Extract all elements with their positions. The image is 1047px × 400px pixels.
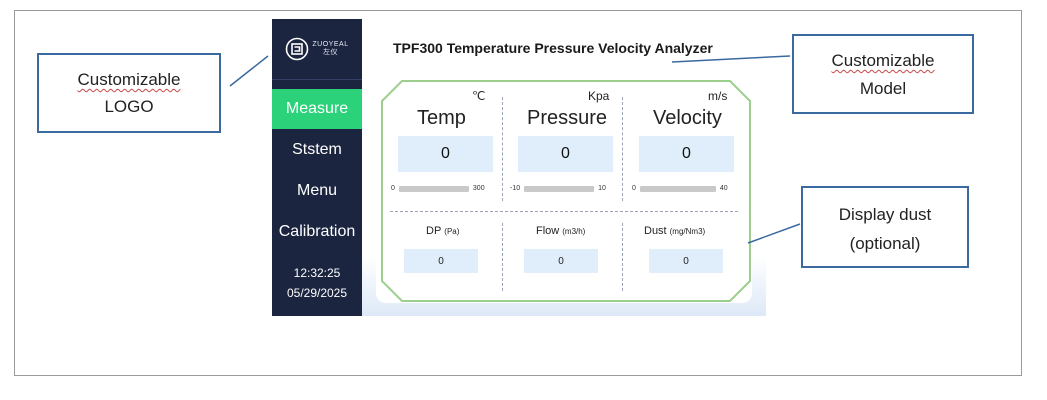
- temp-label: Temp: [417, 107, 466, 129]
- pressure-max: 10: [598, 185, 606, 192]
- dp-unit: (Pa): [444, 227, 460, 236]
- pressure-range: -10 10: [510, 185, 606, 192]
- dust-unit: (mg/Nm3): [669, 227, 706, 236]
- velocity-max: 40: [719, 185, 728, 192]
- callout-dust-line1: Display dust: [838, 205, 932, 224]
- nav-calibration[interactable]: Calibration: [278, 223, 356, 240]
- dp-value[interactable]: 0: [404, 249, 478, 273]
- nav-system[interactable]: Ststem: [292, 141, 342, 158]
- temp-max: 300: [472, 185, 485, 192]
- clock-date: 05/29/2025: [286, 286, 348, 300]
- outer-frame: [14, 10, 1022, 376]
- sidebar: ZUOYEAL 左仪 Measure Ststem Menu Calibrati…: [272, 19, 362, 316]
- velocity-unit: m/s: [708, 89, 728, 103]
- velocity-value[interactable]: 0: [639, 136, 734, 172]
- pressure-bar: [524, 185, 595, 192]
- logo: ZUOYEAL 左仪: [272, 19, 362, 80]
- velocity-label: Velocity: [653, 107, 722, 129]
- logo-name: ZUOYEAL: [312, 41, 349, 48]
- dp-label-text: DP: [426, 225, 442, 237]
- divider: [390, 211, 738, 212]
- logo-name-cn: 左仪: [323, 49, 338, 56]
- nav-measure[interactable]: Measure: [272, 89, 362, 129]
- model-title: TPF300 Temperature Pressure Velocity Ana…: [393, 40, 713, 56]
- clock: 12:32:25 05/29/2025: [272, 263, 362, 303]
- velocity-min: 0: [632, 185, 636, 192]
- callout-logo-line1: Customizable: [77, 70, 181, 89]
- flow-label-text: Flow: [536, 225, 560, 237]
- pressure-min: -10: [510, 185, 521, 192]
- octagon-frame: [381, 80, 751, 302]
- flow-label: Flow(m3/h): [536, 225, 585, 237]
- divider: [622, 223, 623, 291]
- dust-value[interactable]: 0: [649, 249, 723, 273]
- dust-label-text: Dust: [644, 225, 667, 237]
- divider: [622, 97, 623, 201]
- callout-dust-line2: (optional): [849, 234, 921, 253]
- pressure-unit: Kpa: [588, 89, 610, 103]
- divider: [502, 97, 503, 201]
- callout-logo: Customizable LOGO: [37, 53, 221, 133]
- velocity-bar: [639, 185, 716, 192]
- pressure-value[interactable]: 0: [518, 136, 613, 172]
- flow-unit: (m3/h): [562, 227, 586, 236]
- callout-logo-line2: LOGO: [104, 97, 154, 116]
- dp-label: DP(Pa): [426, 225, 459, 237]
- pressure-label: Pressure: [527, 107, 608, 129]
- temp-value[interactable]: 0: [398, 136, 493, 172]
- device-screen: ZUOYEAL 左仪 Measure Ststem Menu Calibrati…: [272, 19, 766, 316]
- callout-model-line2: Model: [859, 79, 907, 98]
- dust-label: Dust(mg/Nm3): [644, 225, 705, 237]
- clock-time: 12:32:25: [293, 266, 341, 280]
- flow-value[interactable]: 0: [524, 249, 598, 273]
- callout-model: Customizable Model: [792, 34, 974, 114]
- zuoyeal-logo-icon: [286, 37, 309, 61]
- temp-min: 0: [391, 185, 395, 192]
- callout-dust: Display dust (optional): [801, 186, 969, 268]
- nav-menu[interactable]: Menu: [296, 182, 338, 199]
- temp-bar: [398, 185, 469, 192]
- velocity-range: 0 40: [632, 185, 728, 192]
- divider: [502, 223, 503, 291]
- temp-unit: ℃: [472, 89, 486, 103]
- callout-model-line1: Customizable: [831, 51, 935, 70]
- main-panel: TPF300 Temperature Pressure Velocity Ana…: [362, 19, 766, 316]
- logo-text: ZUOYEAL 左仪: [312, 41, 348, 57]
- temp-range: 0 300: [391, 185, 485, 192]
